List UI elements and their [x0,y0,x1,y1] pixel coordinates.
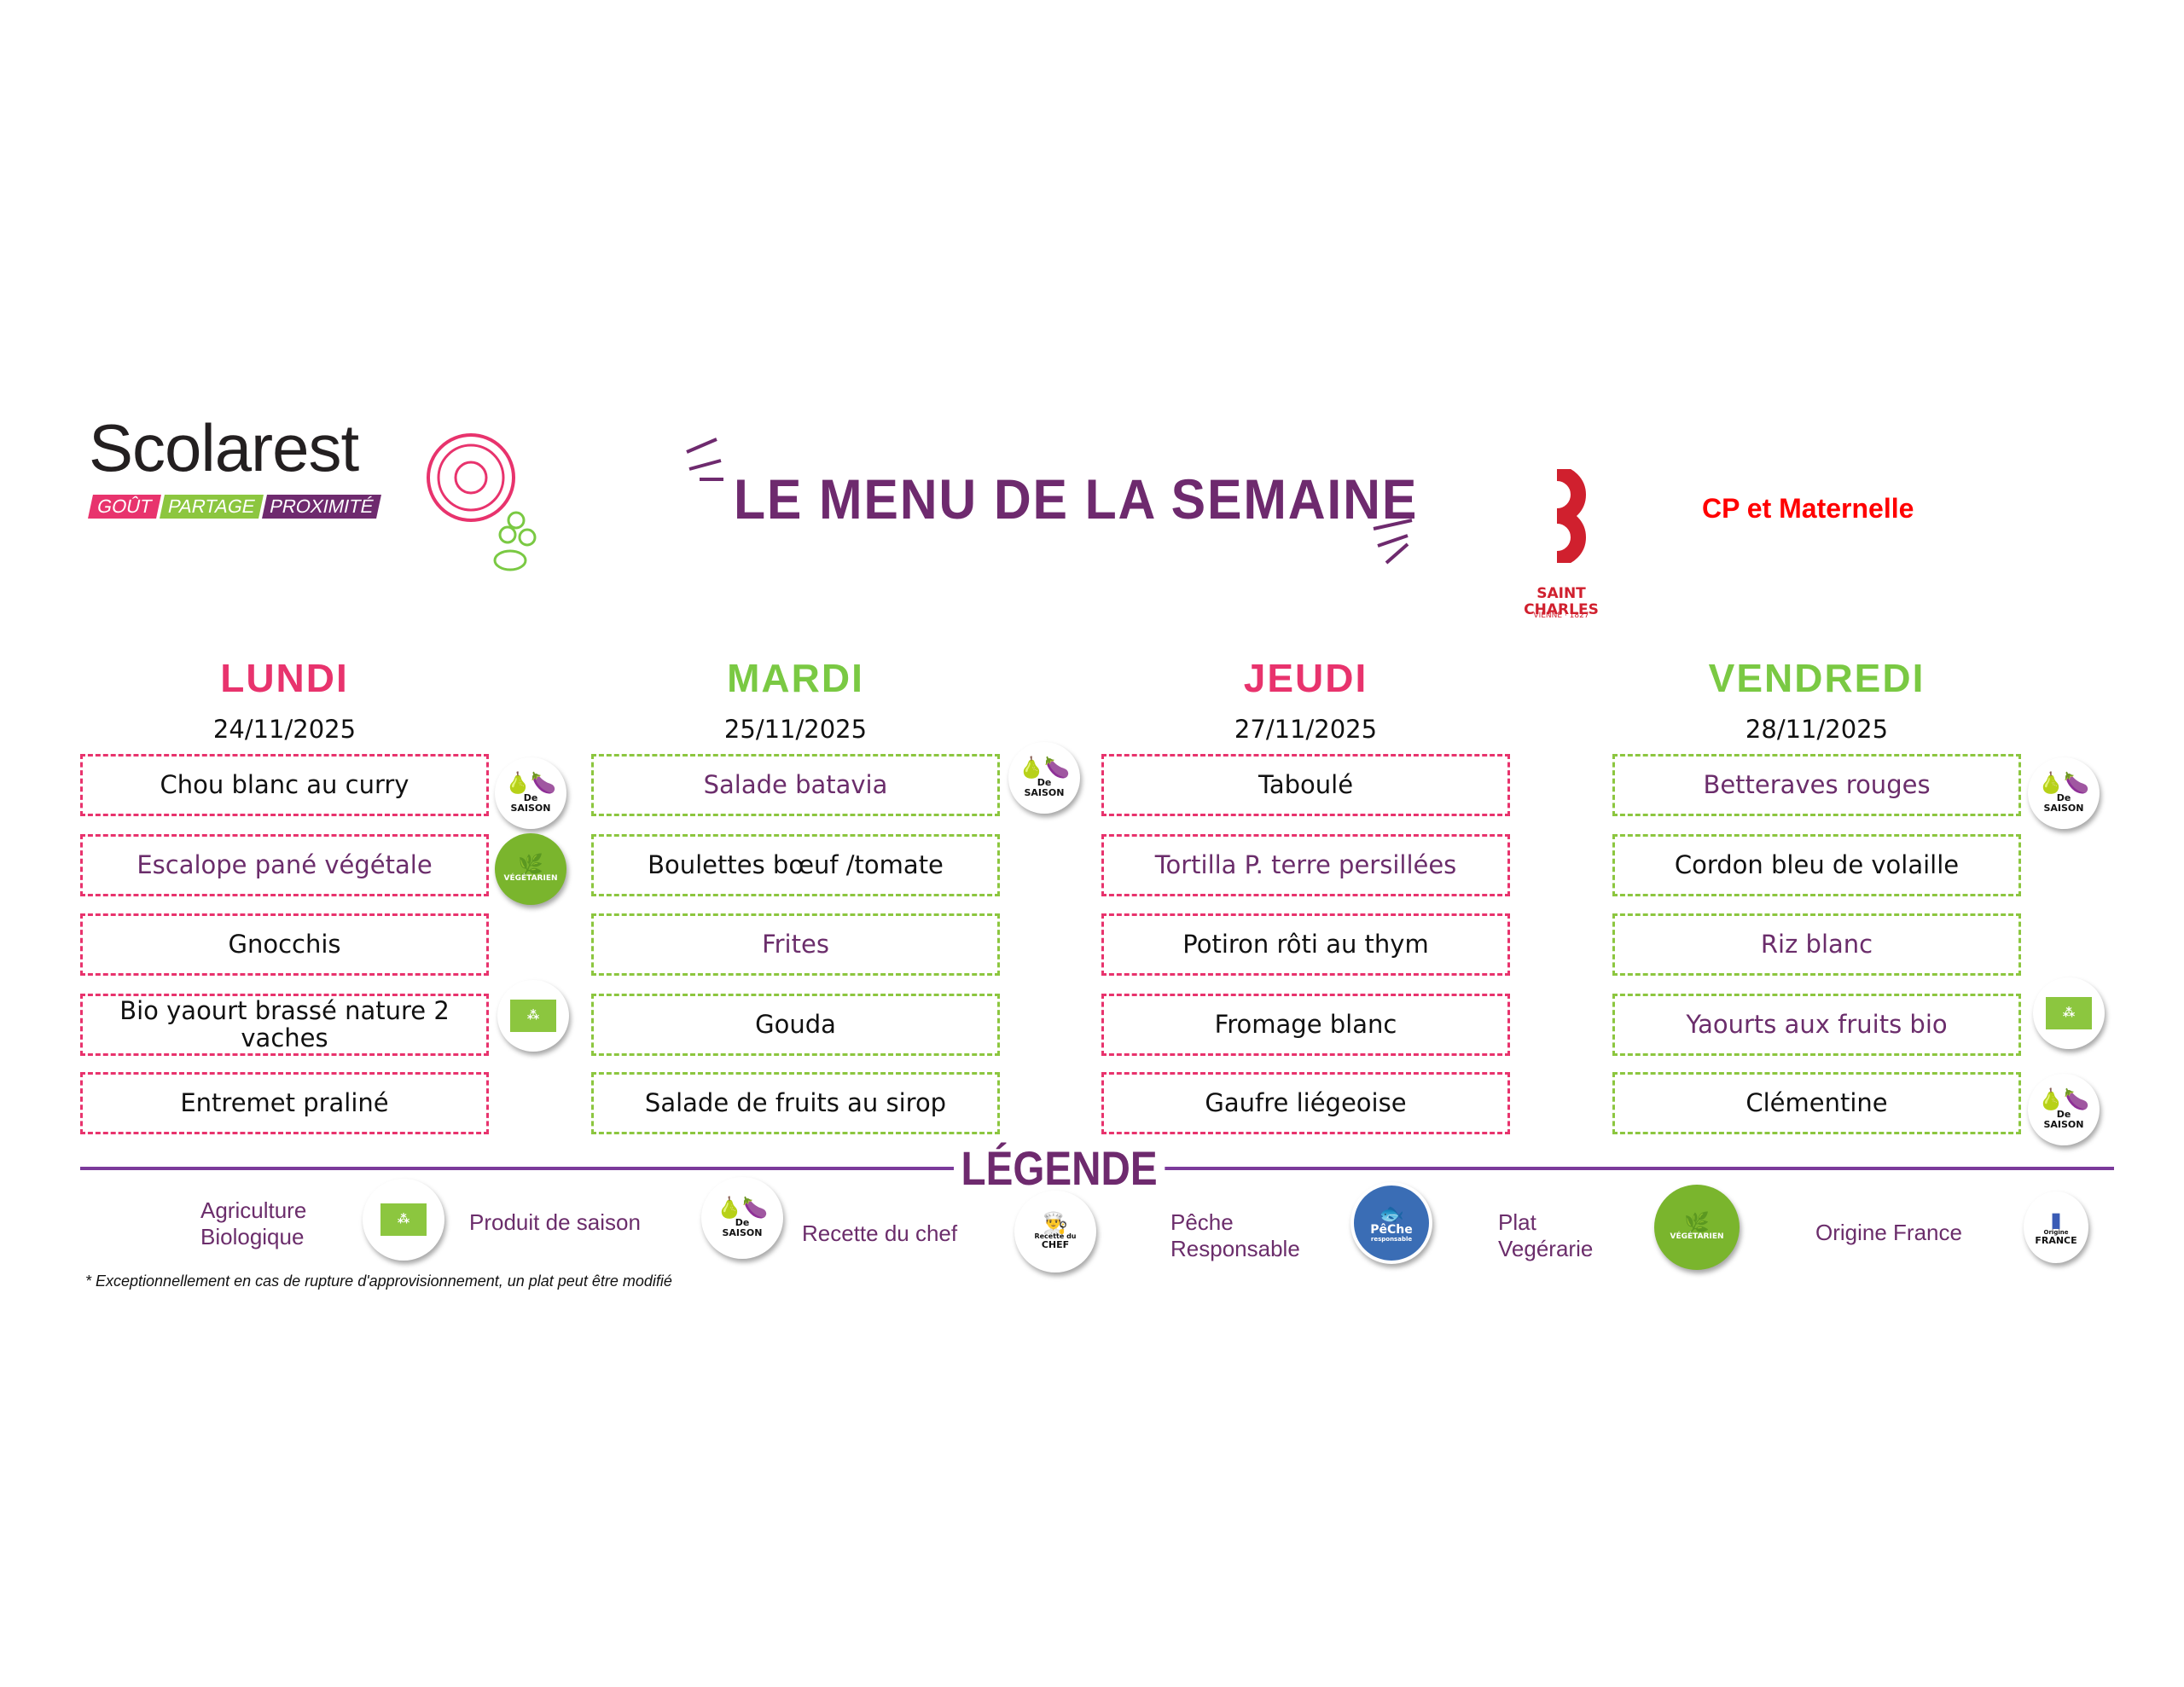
menu-item: Fromage blanc [1101,994,1510,1056]
vegetarian-legend-icon: 🌿VÉGÉTARIEN [1654,1185,1740,1270]
menu-item: Chou blanc au curry [80,754,489,816]
menu-item: Betteraves rouges [1612,754,2021,816]
audience-label: CP et Maternelle [1702,493,1914,524]
menu-item: Entremet praliné [80,1072,489,1134]
menu-item: Riz blanc [1612,913,2021,976]
footnote: * Exceptionnellement en cas de rupture d… [85,1272,672,1290]
day-date: 28/11/2025 [1745,715,1889,744]
menu-item: Gnocchis [80,913,489,976]
day-date: 24/11/2025 [212,715,357,744]
legend-label-organic: Agriculture Biologique [200,1197,307,1250]
day-heading-jeudi: JEUDI [1243,656,1368,700]
tagline-gout: GOÛT [88,495,161,519]
menu-item: Salade de fruits au sirop [591,1072,1000,1134]
menu-item: Taboulé [1101,754,1510,816]
legend-label-chef: Recette du chef [802,1220,958,1246]
scolarest-logo: Scolarest [89,410,359,485]
organic-legend-icon: ⁂ [363,1179,444,1261]
vegetarian-badge-icon: 🌿VÉGÉTARIEN [495,833,566,905]
day-heading-mardi: MARDI [727,656,864,700]
menu-item: Gaufre liégeoise [1101,1072,1510,1134]
tagline-partage: PARTAGE [160,495,264,519]
menu-item: Bio yaourt brassé nature 2 vaches [80,994,489,1056]
organic-badge-icon: ⁂ [2033,977,2105,1049]
saint-charles-logo-icon [1556,469,1586,563]
menu-item: Cordon bleu de volaille [1612,834,2021,896]
legend-label-vegetarian: Plat Vegérarie [1498,1209,1594,1262]
menu-item: Boulettes bœuf /tomate [591,834,1000,896]
legend-label-seasonal: Produit de saison [469,1209,641,1235]
menu-item: Frites [591,913,1000,976]
school-name: SAINT CHARLES [1524,585,1599,618]
menu-item: Potiron rôti au thym [1101,913,1510,976]
legend-label-fishing: Pêche Responsable [1170,1209,1300,1262]
menu-item: Escalope pané végétale [80,834,489,896]
page-title: LE MENU DE LA SEMAINE [734,467,1419,530]
legend-title: LÉGENDE [954,1145,1165,1192]
menu-item: Yaourts aux fruits bio [1612,994,2021,1056]
school-subtitle: VIENNE · 1827 [1533,612,1589,620]
tomato-decoration-icon [427,433,537,571]
day-date: 27/11/2025 [1234,715,1378,744]
menu-item: Gouda [591,994,1000,1056]
day-date: 25/11/2025 [723,715,868,744]
day-heading-lundi: LUNDI [220,656,349,700]
legend-label-france: Origine France [1815,1220,1962,1245]
menu-item: Salade batavia [591,754,1000,816]
menu-item: Tortilla P. terre persillées [1101,834,1510,896]
menu-item: Clémentine [1612,1072,2021,1134]
title-spark-left-icon [686,438,723,481]
organic-badge-icon: ⁂ [497,980,569,1052]
tagline-proximite: PROXIMITÉ [262,495,381,519]
title-spark-right-icon [1373,519,1413,565]
day-heading-vendredi: VENDREDI [1708,656,1926,700]
